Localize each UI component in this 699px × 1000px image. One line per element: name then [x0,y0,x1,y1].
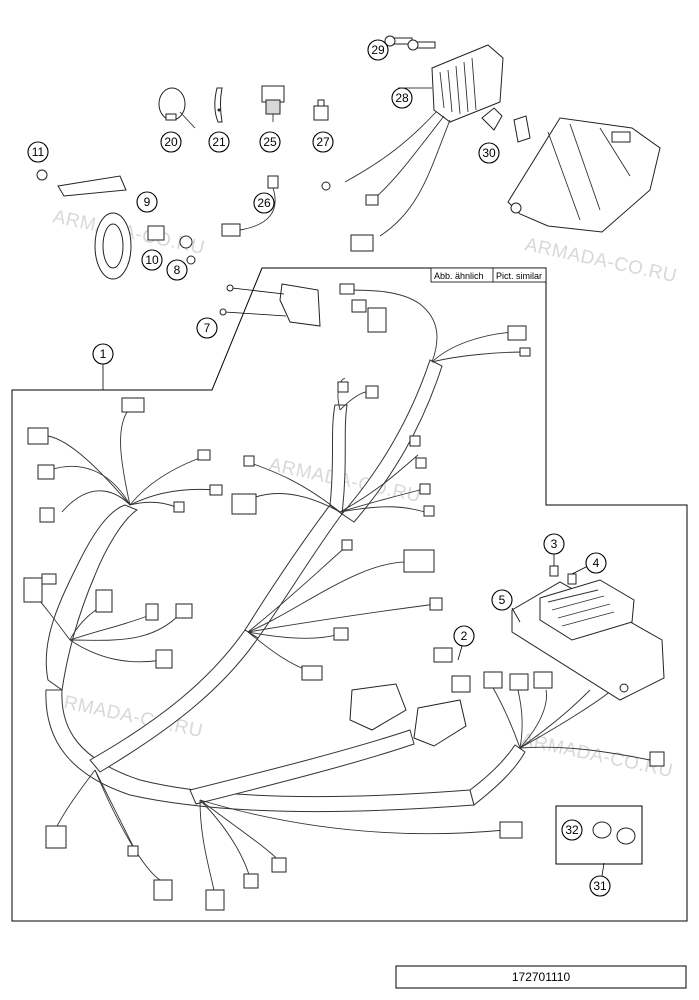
fuse-box-part [511,565,665,701]
callout-32: 32 [561,819,583,841]
plug-part [261,85,285,122]
callout-20: 20 [160,131,182,153]
callout-9: 9 [136,191,158,213]
svg-text:31: 31 [593,879,607,893]
svg-text:3: 3 [551,537,558,551]
svg-text:32: 32 [565,823,579,837]
callout-21: 21 [208,131,230,153]
cable-part [221,175,279,237]
harness-group-frame [11,267,688,922]
note-de: Abb. ähnlich [434,271,484,281]
callout-31: 31 [589,875,611,897]
note-en: Pict. similar [496,271,542,281]
svg-text:30: 30 [482,146,496,160]
picture-similar-note: Abb. ähnlich Pict. similar [430,267,547,283]
svg-text:11: 11 [32,145,45,159]
svg-text:5: 5 [499,593,506,607]
callout-26: 26 [253,192,275,214]
callout-27: 27 [312,131,334,153]
svg-text:4: 4 [593,556,600,570]
svg-text:26: 26 [257,196,271,210]
callout-3: 3 [543,533,565,555]
callout-29: 29 [367,39,389,61]
callout-25: 25 [259,131,281,153]
drawing-number-box: 172701110 [395,965,687,989]
callout-28: 28 [391,87,413,109]
svg-text:10: 10 [145,253,159,267]
horn-part [36,169,196,280]
svg-text:28: 28 [395,91,409,105]
svg-text:1: 1 [100,347,107,361]
callout-8: 8 [166,259,188,281]
screws-part [384,35,436,51]
callout-10: 10 [141,249,163,271]
svg-text:25: 25 [263,135,277,149]
svg-text:7: 7 [204,321,211,335]
callout-4: 4 [585,552,607,574]
svg-text:2: 2 [461,629,468,643]
clip-part [214,87,223,123]
callout-7: 7 [196,317,218,339]
callout-1: 1 [92,343,114,365]
voltage-regulator-part [321,44,504,252]
svg-text:21: 21 [212,135,226,149]
mounting-bracket-part [507,117,661,233]
cable-tie-part [158,87,196,129]
callout-5: 5 [491,589,513,611]
svg-text:9: 9 [144,195,151,209]
wiring-harness [23,283,665,911]
callout-30: 30 [478,142,500,164]
svg-text:29: 29 [371,43,385,57]
drawing-number: 172701110 [512,970,571,984]
callout-11: 11 [27,141,49,163]
holder-clips-part [481,107,531,143]
callout-2: 2 [453,625,475,647]
small-connector-part [313,99,329,121]
svg-text:8: 8 [174,263,181,277]
svg-text:27: 27 [316,135,330,149]
svg-text:20: 20 [164,135,178,149]
connector-holder-part [219,283,321,327]
callout-labels: 1 2 3 4 5 7 8 9 10 11 20 21 25 26 27 28 … [27,39,611,897]
